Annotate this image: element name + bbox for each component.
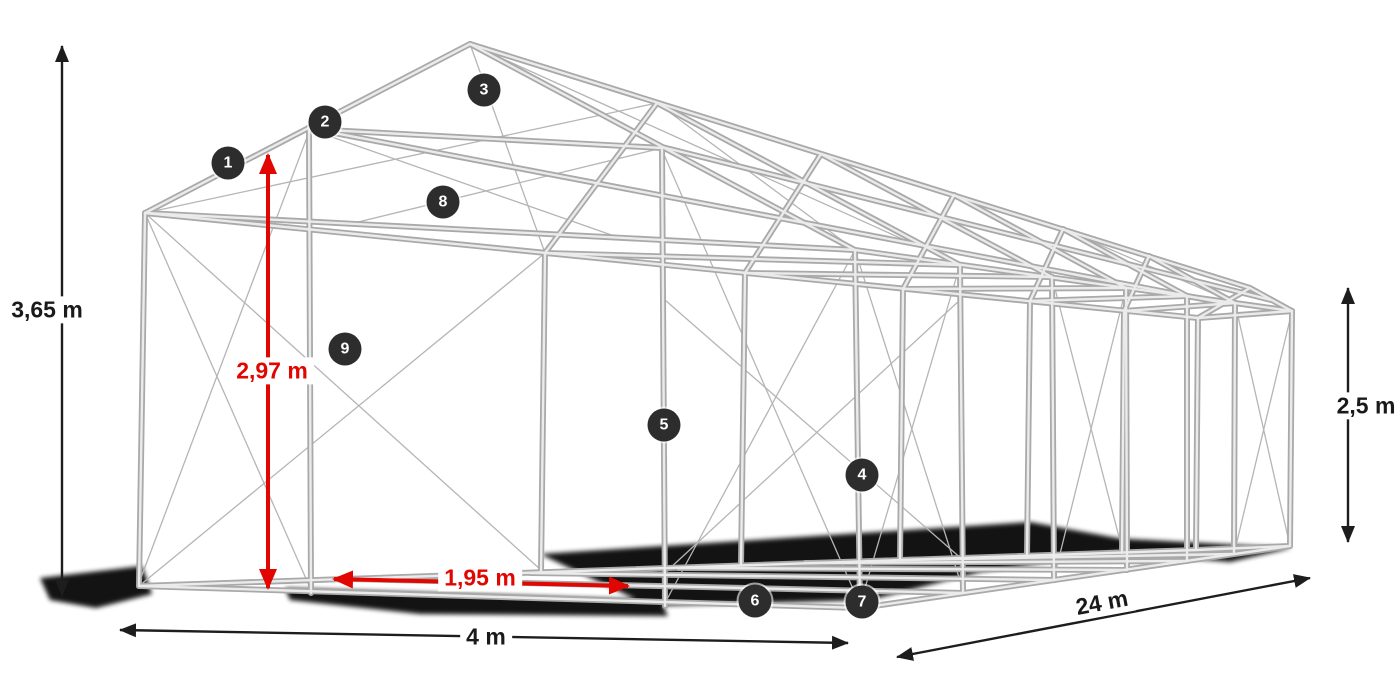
callout-marker-3[interactable]: 3: [467, 73, 501, 107]
callout-marker-4[interactable]: 4: [845, 458, 879, 492]
dimension-label-side-height: 2,5 m: [1330, 392, 1400, 420]
callout-marker-9[interactable]: 9: [328, 332, 362, 366]
dimension-label-inner-height: 2,97 m: [230, 357, 314, 385]
frame-bracing: [138, 43, 1293, 606]
callout-marker-7[interactable]: 7: [845, 585, 879, 619]
callout-marker-2[interactable]: 2: [308, 105, 342, 139]
callout-marker-6[interactable]: 6: [738, 584, 772, 618]
dimension-label-total-height: 3,65 m: [5, 296, 89, 324]
callout-marker-5[interactable]: 5: [647, 408, 681, 442]
dimension-label-width: 4 m: [460, 623, 512, 651]
dimension-label-entrance-width: 1,95 m: [438, 564, 522, 592]
callout-marker-8[interactable]: 8: [426, 185, 460, 219]
callout-marker-1[interactable]: 1: [211, 146, 245, 180]
length-arrow: [896, 574, 1311, 661]
